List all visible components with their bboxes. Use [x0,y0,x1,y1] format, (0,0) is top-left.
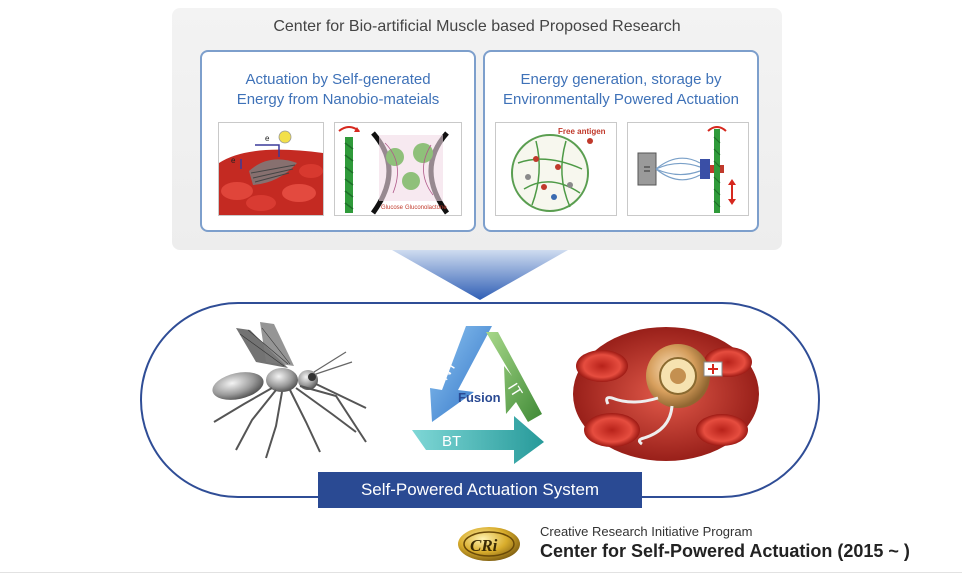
electron-label-2: e [231,156,236,165]
robot-mosquito-illustration [212,322,367,459]
nanorobot-bloodstream-illustration [573,327,759,461]
cri-logo-icon: CRi [458,527,520,561]
electron-label-1: e [265,134,270,143]
panel-title: Center for Bio-artificial Muscle based P… [273,18,681,35]
card-title-left: Actuation by Self-generated Energy from … [202,70,474,110]
card-title-right: Energy generation, storage by Environmen… [485,70,757,110]
system-label-bar: Self-Powered Actuation System [318,472,642,508]
card-title-right-line1: Energy generation, storage by [520,71,722,88]
nt-it-bt-fusion-icon: NT IT BT Fusion [412,326,544,464]
footer-divider [0,572,962,573]
free-antigen-label: Free antigen [558,127,606,136]
gluconolactone-label: Gluconolactone [405,205,447,211]
down-arrow-icon [392,250,568,300]
center-name: Center for Self-Powered Actuation (2015 … [540,541,910,561]
self-generated-energy-card: Actuation by Self-generated Energy from … [200,50,476,232]
glucose-label: Glucose [381,205,404,211]
fusion-label: Fusion [458,390,501,405]
bt-label: BT [442,433,461,450]
card-title-left-line2: Energy from Nanobio-mateials [236,91,440,108]
antigen-network-illustration: Free antigen [496,123,616,215]
environmental-energy-card: Energy generation, storage by Environmen… [483,50,759,232]
actuator-device-thumbnail [627,122,749,216]
glucose-actuator-illustration: Glucose Gluconolactone [335,123,461,215]
blood-vessel-illustration: e e [219,123,323,215]
cri-logo-text: CRi [470,536,498,555]
actuator-device-illustration [628,123,748,215]
card-title-left-line1: Actuation by Self-generated [245,71,431,88]
glucose-actuator-thumbnail: Glucose Gluconolactone [334,122,462,216]
antigen-hydrogel-thumbnail: Free antigen [495,122,617,216]
program-name: Creative Research Initiative Program [540,524,753,539]
card-title-right-line2: Environmentally Powered Actuation [503,91,739,108]
blood-vessel-thumbnail: e e [218,122,324,216]
